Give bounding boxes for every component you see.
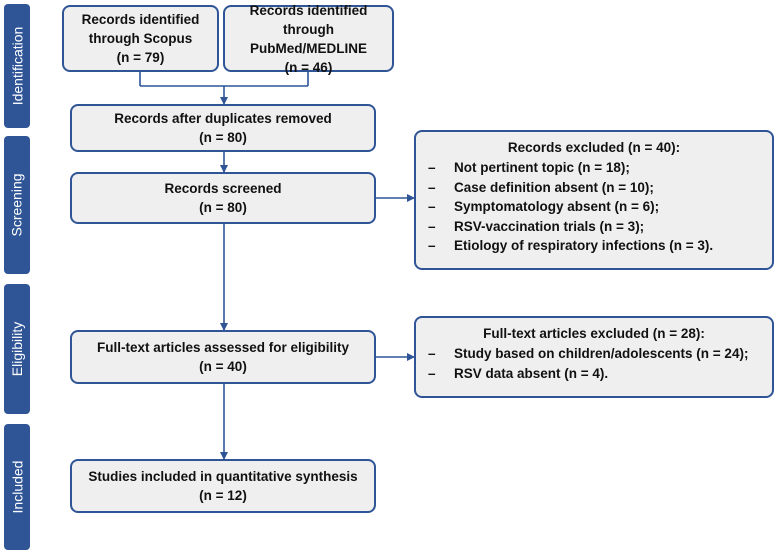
records-excluded-title: Records excluded (n = 40): <box>507 140 681 155</box>
list-item: RSV data absent (n = 4). <box>424 364 764 384</box>
box-records-screened: Records screened (n = 80) <box>70 172 376 224</box>
fulltext-excluded-list: Study based on children/adolescents (n =… <box>424 344 764 383</box>
phase-screening: Screening <box>4 136 30 274</box>
phase-eligibility: Eligibility <box>4 284 30 414</box>
fulltext-count: (n = 40) <box>199 359 247 374</box>
duplicates-count: (n = 80) <box>199 130 247 145</box>
list-item: RSV-vaccination trials (n = 3); <box>424 217 764 237</box>
list-item: Study based on children/adolescents (n =… <box>424 344 764 364</box>
box-duplicates-removed: Records after duplicates removed (n = 80… <box>70 104 376 152</box>
scopus-count: (n = 79) <box>116 50 165 65</box>
screened-count: (n = 80) <box>199 200 247 215</box>
list-item: Case definition absent (n = 10); <box>424 178 764 198</box>
box-studies-included: Studies included in quantitative synthes… <box>70 459 376 513</box>
pubmed-count: (n = 46) <box>284 59 333 75</box>
list-item: Symptomatology absent (n = 6); <box>424 197 764 217</box>
pubmed-line1: Records identified through <box>249 2 368 37</box>
pubmed-line2: PubMed/MEDLINE <box>250 40 367 56</box>
scopus-line2: through Scopus <box>88 31 193 46</box>
box-fulltext-assessed: Full-text articles assessed for eligibil… <box>70 330 376 384</box>
list-item: Etiology of respiratory infections (n = … <box>424 236 764 256</box>
duplicates-label: Records after duplicates removed <box>114 111 332 126</box>
scopus-line1: Records identified <box>81 12 200 27</box>
included-label: Studies included in quantitative synthes… <box>88 469 358 484</box>
list-item: Not pertinent topic (n = 18); <box>424 158 764 178</box>
fulltext-label: Full-text articles assessed for eligibil… <box>96 340 350 355</box>
box-fulltext-excluded: Full-text articles excluded (n = 28): St… <box>414 316 774 398</box>
box-records-excluded: Records excluded (n = 40): Not pertinent… <box>414 130 774 270</box>
box-scopus: Records identified through Scopus (n = 7… <box>62 5 219 72</box>
included-count: (n = 12) <box>199 488 247 503</box>
phase-included: Included <box>4 424 30 550</box>
screened-label: Records screened <box>164 181 282 196</box>
box-pubmed: Records identified through PubMed/MEDLIN… <box>223 3 394 75</box>
phase-identification: Identification <box>4 4 30 128</box>
records-excluded-list: Not pertinent topic (n = 18); Case defin… <box>424 158 764 256</box>
fulltext-excluded-title: Full-text articles excluded (n = 28): <box>483 326 705 341</box>
